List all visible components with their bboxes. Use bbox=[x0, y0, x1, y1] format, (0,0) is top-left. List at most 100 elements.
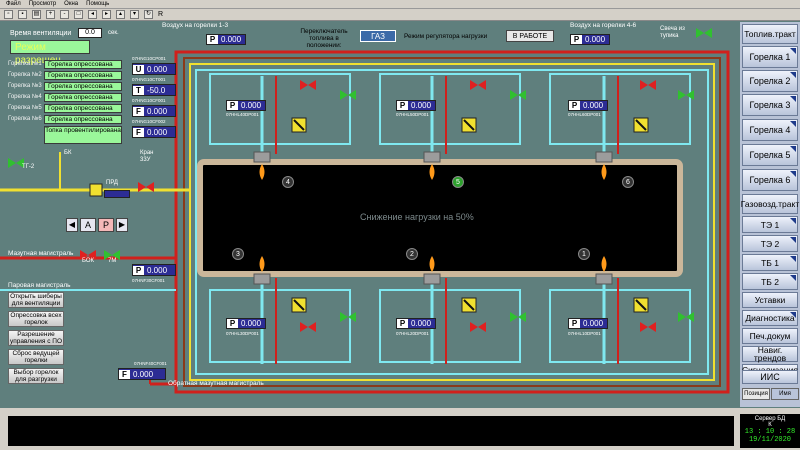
nav-burner-5[interactable]: Горелка 5 bbox=[742, 144, 798, 166]
brown-pipe-loop bbox=[183, 57, 721, 387]
reading-tag: 07HNG10CF002 bbox=[132, 119, 166, 124]
reading-tag: 07HNF30CF001 bbox=[132, 278, 165, 283]
mode-status: Режим разрешен bbox=[10, 40, 90, 66]
nozzle-1 bbox=[595, 273, 613, 285]
nav-te2[interactable]: ТЭ 2 bbox=[742, 235, 798, 252]
nav-fuel-tract[interactable]: Топлив.тракт bbox=[742, 24, 798, 44]
nav-te1[interactable]: ТЭ 1 bbox=[742, 216, 798, 233]
menu-help[interactable]: Помощь bbox=[86, 1, 110, 7]
nav-iis[interactable]: ИИС bbox=[742, 370, 798, 384]
flame-icon bbox=[259, 164, 265, 180]
nav-print-doc[interactable]: Печ.докум bbox=[742, 328, 798, 344]
vent-label: Время вентиляции bbox=[10, 30, 72, 37]
regulator-value[interactable]: В РАБОТЕ bbox=[506, 30, 554, 42]
menu-file[interactable]: Файл bbox=[6, 1, 21, 7]
fit-icon[interactable]: □ bbox=[74, 10, 83, 19]
burner-number[interactable]: 5 bbox=[452, 176, 464, 188]
refresh-icon[interactable]: ↻ bbox=[144, 10, 153, 19]
tab-name[interactable]: Имя bbox=[771, 388, 799, 400]
menu-windows[interactable]: Окна bbox=[64, 1, 79, 7]
air-13-label: Воздух на горелки 1-3 bbox=[162, 22, 229, 29]
prd-position bbox=[104, 190, 130, 198]
burner-loops-bottom bbox=[209, 278, 691, 364]
zoom-in-icon[interactable]: + bbox=[46, 10, 55, 19]
valve-bk-label: БК bbox=[64, 150, 72, 156]
select-unload-button[interactable]: Выбор горелок для разгрузки bbox=[8, 368, 64, 384]
ap-left-arrow-icon[interactable]: ◀ bbox=[66, 218, 78, 232]
burner-number[interactable]: 4 bbox=[282, 176, 294, 188]
burner-status: Горелка опрессована bbox=[44, 104, 122, 113]
up-icon[interactable]: ▴ bbox=[116, 10, 125, 19]
manual-button[interactable]: Р bbox=[98, 218, 114, 232]
burner-loops-top bbox=[209, 73, 691, 154]
valve-icons-top bbox=[300, 28, 712, 100]
clock-date: 19/11/2020 bbox=[748, 436, 791, 444]
fuel-switch-label: Переключатель топлива в положении: bbox=[300, 28, 348, 49]
control-permit-button[interactable]: Разрешение управления с ПО bbox=[8, 330, 64, 346]
save-icon[interactable]: ▪ bbox=[18, 10, 27, 19]
server-k: К bbox=[768, 422, 772, 428]
valve-tg2-label: ТГ-2 bbox=[22, 164, 35, 170]
reading-tag: 07HNG10CT001 bbox=[132, 77, 166, 82]
toolbar-r[interactable]: R bbox=[158, 11, 164, 18]
auto-button[interactable]: А bbox=[80, 218, 96, 232]
nav-trends[interactable]: Навиг. трендов bbox=[742, 346, 798, 362]
burner-number[interactable]: 2 bbox=[406, 248, 418, 260]
nav-diagnostics[interactable]: Диагностика bbox=[742, 310, 798, 326]
down-icon[interactable]: ▾ bbox=[130, 10, 139, 19]
valve-7m-label: 7М bbox=[108, 258, 117, 264]
tab-position[interactable]: Позиция bbox=[742, 388, 770, 400]
flame-icon bbox=[429, 256, 435, 272]
valve-kran-icon bbox=[138, 182, 154, 192]
fuel-value[interactable]: ГАЗ bbox=[360, 30, 396, 42]
burner-tag: 07HHL50DP001 bbox=[396, 112, 429, 117]
nozzle-2 bbox=[423, 273, 441, 285]
burner-status: Горелка опрессована bbox=[44, 82, 122, 91]
nav-tb1[interactable]: ТБ 1 bbox=[742, 254, 798, 271]
nav-burner-6[interactable]: Горелка 6 bbox=[742, 169, 798, 191]
message-area bbox=[8, 416, 734, 446]
svecha-label: Свеча из тупика bbox=[660, 26, 685, 39]
burner-label: Горелка №6 bbox=[8, 116, 42, 122]
burner-status: Горелка опрессована bbox=[44, 115, 122, 124]
burner-label: Горелка №2 bbox=[8, 72, 42, 78]
nav-setpoints[interactable]: Уставки bbox=[742, 292, 798, 308]
toolbar: ▫ ▪ ▤ + - □ ◂ ▸ ▴ ▾ ↻ R bbox=[0, 9, 800, 21]
nav-burner-1[interactable]: Горелка 1 bbox=[742, 46, 798, 68]
nozzle-5 bbox=[423, 151, 441, 163]
pressure-test-button[interactable]: Опрессовка всех горелок bbox=[8, 311, 64, 327]
burner-number[interactable]: 1 bbox=[578, 248, 590, 260]
burner-number[interactable]: 6 bbox=[622, 176, 634, 188]
reset-leading-button[interactable]: Сброс ведущей горелки bbox=[8, 349, 64, 365]
nav-tb2[interactable]: ТБ 2 bbox=[742, 273, 798, 290]
valve-bok-label: БОК bbox=[82, 258, 95, 264]
forward-icon[interactable]: ▸ bbox=[102, 10, 111, 19]
print-icon[interactable]: ▤ bbox=[32, 10, 41, 19]
open-dampers-button[interactable]: Открыть шиберы для вентиляции bbox=[8, 292, 64, 308]
nav-burner-3[interactable]: Горелка 3 bbox=[742, 94, 798, 116]
ap-right-arrow-icon[interactable]: ▶ bbox=[116, 218, 128, 232]
temperature-reading: T-50.0 bbox=[132, 84, 176, 96]
menu-view[interactable]: Просмотр bbox=[28, 1, 57, 7]
burner-label: Горелка №1 bbox=[8, 61, 42, 67]
back-icon[interactable]: ◂ bbox=[88, 10, 97, 19]
vent-value: 0.0 bbox=[78, 28, 102, 38]
steam-main-label: Паровая магистраль bbox=[8, 282, 71, 289]
clock-time: 13 : 10 : 28 bbox=[744, 428, 796, 436]
burner-tag: 07HHL20DP001 bbox=[396, 331, 429, 336]
reading-tag: 07HNG10CP001 bbox=[132, 56, 166, 61]
menu-bar: Файл Просмотр Окна Помощь bbox=[0, 0, 800, 9]
furnace-status: Снижение нагрузки на 50% bbox=[360, 212, 474, 222]
regulator-label: Режим регулятора нагрузки bbox=[404, 33, 488, 40]
yellow-pipe-loop bbox=[189, 63, 715, 381]
burner-number[interactable]: 3 bbox=[232, 248, 244, 260]
burner-label: Горелка №3 bbox=[8, 83, 42, 89]
open-icon[interactable]: ▫ bbox=[4, 10, 13, 19]
nav-burner-2[interactable]: Горелка 2 bbox=[742, 70, 798, 92]
burner-tag: 07HHL60DP001 bbox=[568, 112, 601, 117]
nav-gas-air-tract[interactable]: Газовозд.тракт bbox=[741, 194, 799, 214]
nav-burner-4[interactable]: Горелка 4 bbox=[742, 119, 798, 141]
zoom-out-icon[interactable]: - bbox=[60, 10, 69, 19]
